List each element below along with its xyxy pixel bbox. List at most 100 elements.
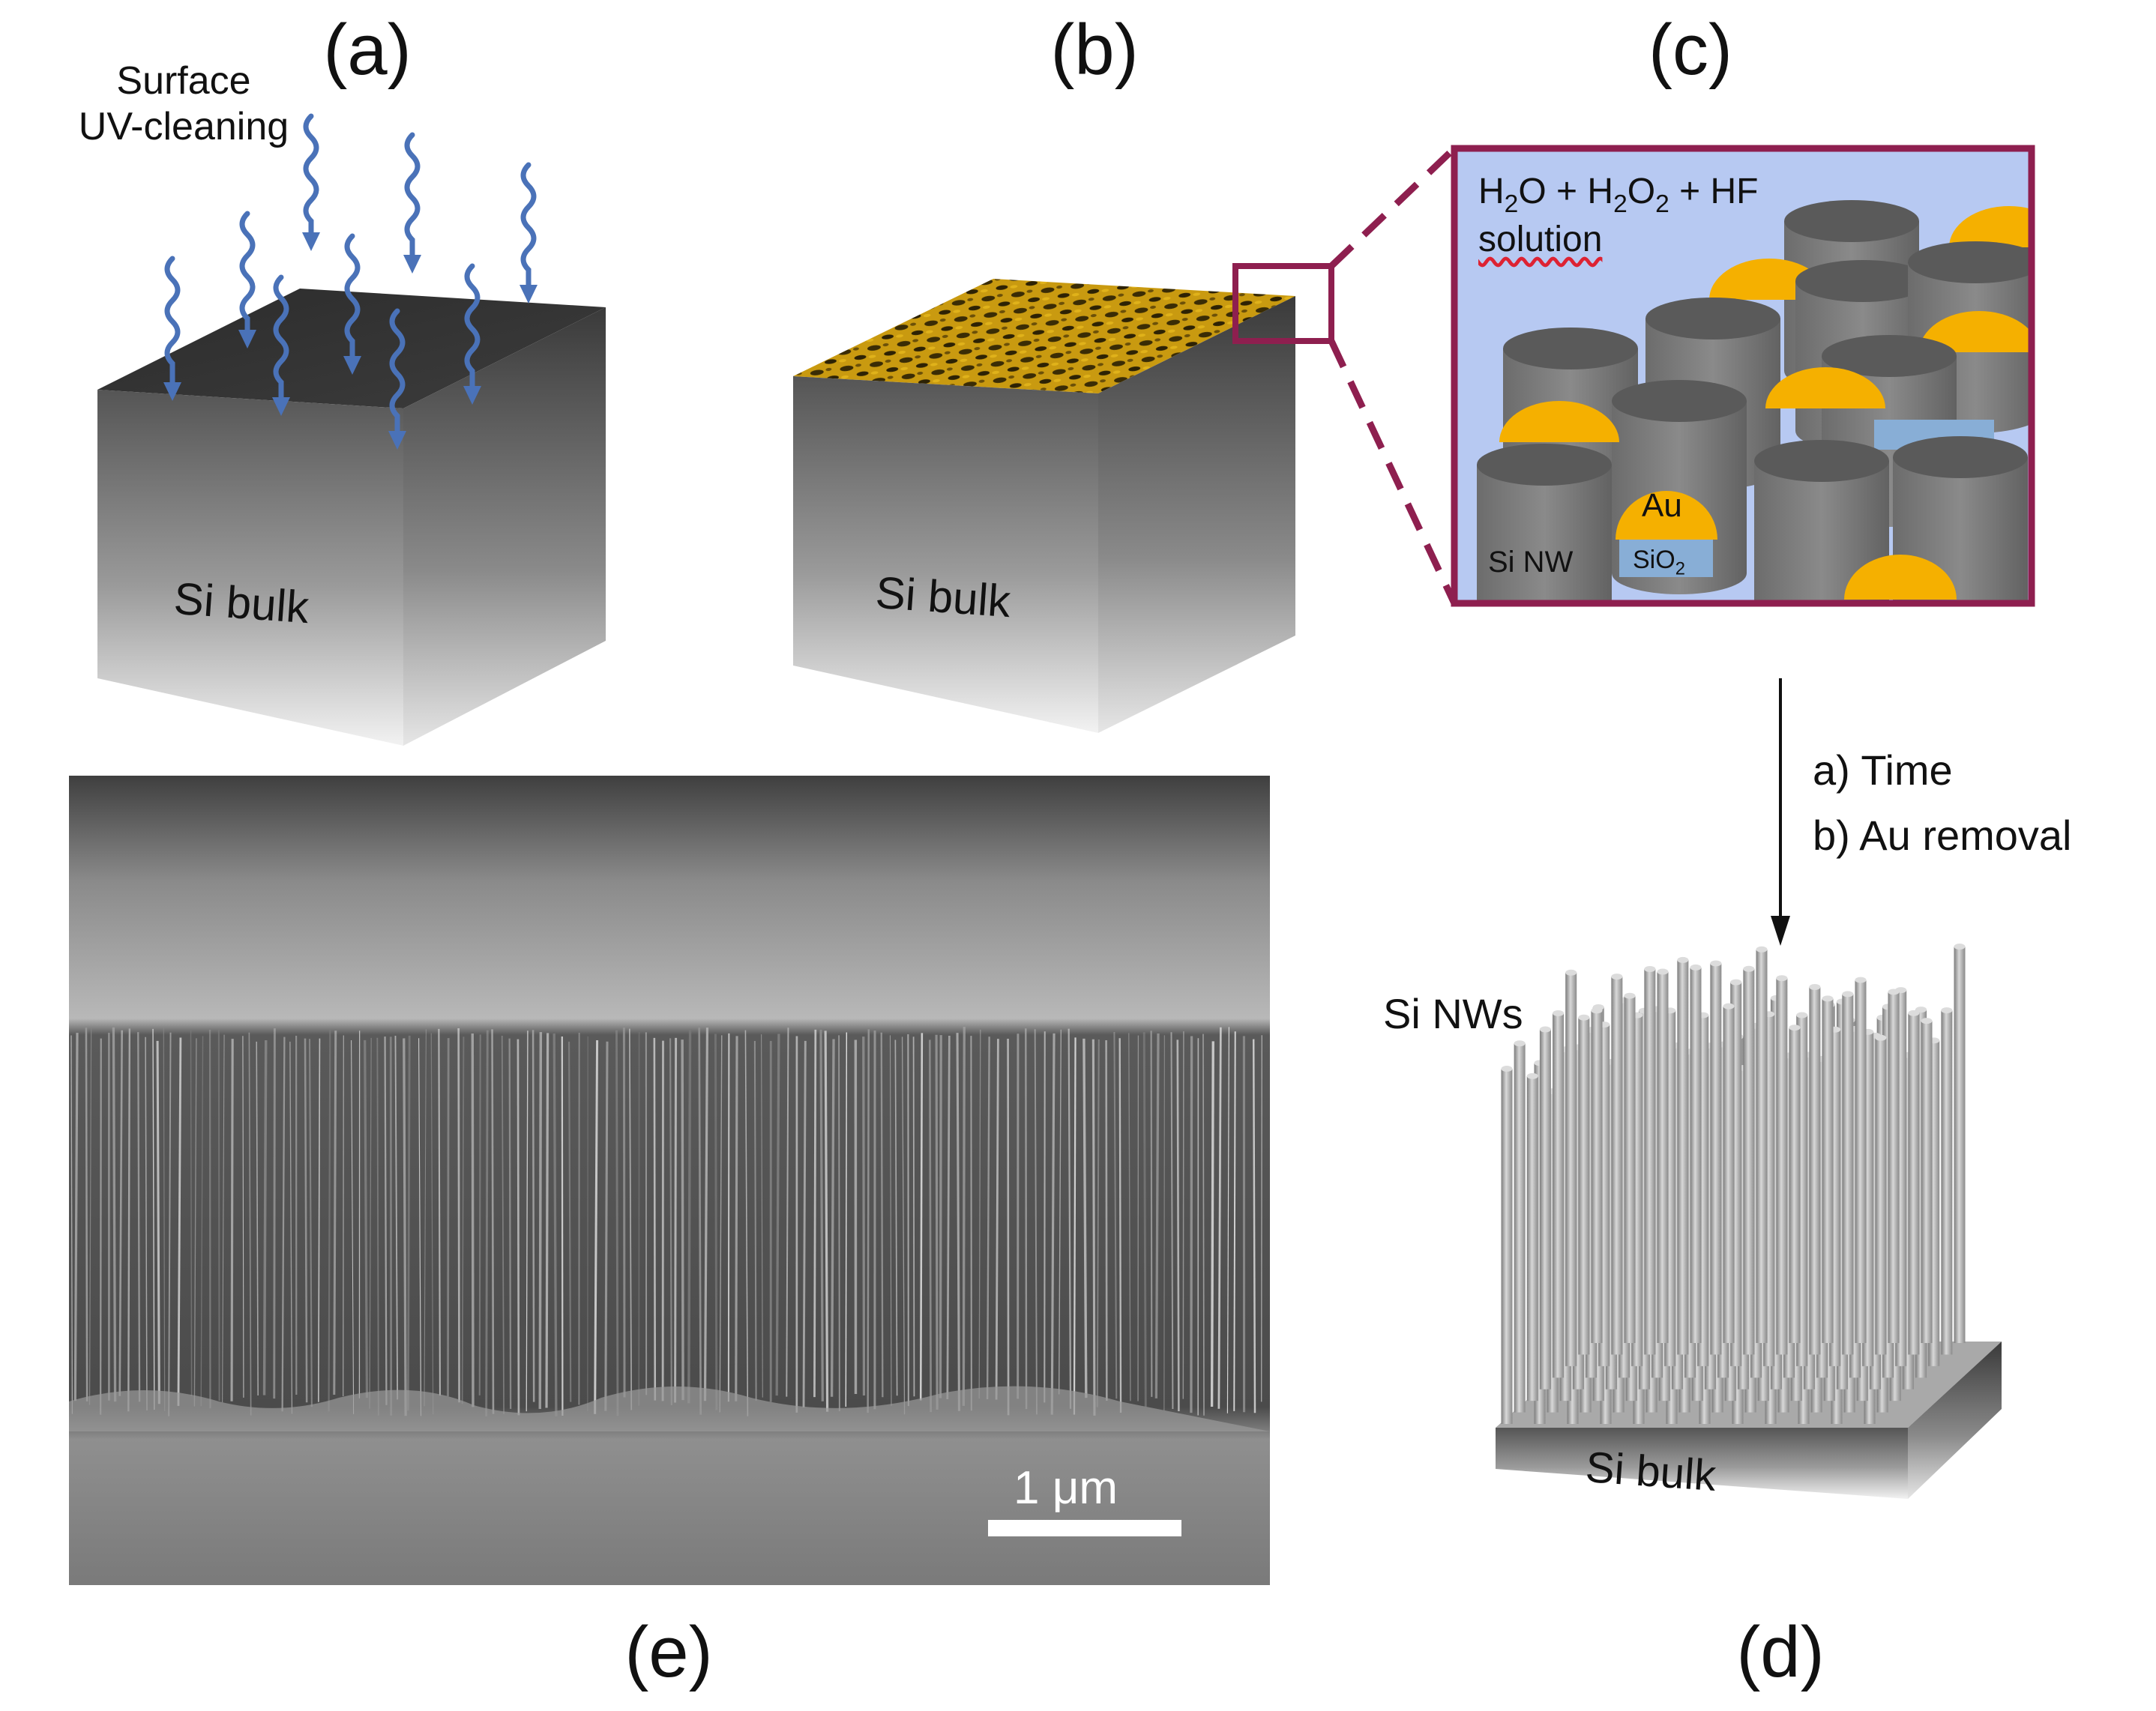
sem-fiber — [962, 1026, 966, 1406]
sem-fiber — [761, 1034, 763, 1398]
nanowire — [1789, 1025, 1801, 1343]
base-side — [1908, 1342, 2002, 1499]
sem-fiber — [112, 1027, 117, 1402]
sem-fiber — [674, 1037, 678, 1403]
sem-fiber — [118, 1030, 123, 1396]
sem-fiber — [1128, 1033, 1131, 1401]
gold-particle — [1765, 367, 1885, 408]
base-label: Si bulk — [1583, 1443, 1718, 1500]
zoom-line-top — [1328, 145, 1457, 269]
sio2-sub: 2 — [1675, 558, 1685, 579]
sem-fiber — [907, 1034, 909, 1407]
formula-part: H — [1478, 172, 1505, 211]
sem-fiber — [1154, 1033, 1160, 1398]
sem-fiber — [735, 1036, 738, 1401]
nanowire — [1888, 989, 1900, 1343]
nanowire — [1710, 960, 1722, 1355]
sem-fiber — [1226, 1027, 1230, 1413]
sem-fiber — [1170, 1032, 1174, 1409]
panel-label-c: (c) — [1648, 10, 1732, 90]
gold-particle — [1499, 401, 1619, 442]
formula-sub: 2 — [1504, 190, 1519, 218]
uv-arrow-icon — [272, 274, 290, 416]
sem-nanowire-texture — [70, 1026, 1262, 1416]
uv-arrow-icon — [388, 308, 406, 450]
sem-fiber — [912, 1036, 915, 1397]
sem-fiber — [222, 1034, 225, 1403]
step-au-removal: b) Au removal — [1813, 811, 2072, 859]
sem-fiber — [1091, 1039, 1096, 1416]
nanowire — [1743, 965, 1755, 1355]
sem-fiber — [561, 1036, 564, 1416]
step-time: a) Time — [1813, 746, 1953, 794]
sem-fiber — [304, 1038, 308, 1403]
sem-fiber — [85, 1027, 88, 1401]
sem-fiber — [369, 1037, 372, 1409]
nanowire — [1514, 1040, 1526, 1413]
zoom-line-bottom — [1328, 340, 1458, 605]
sem-fiber — [99, 1038, 102, 1415]
sem-fiber — [995, 1039, 999, 1400]
sem-fiber — [501, 1035, 505, 1414]
arrow-head-icon — [1771, 916, 1790, 946]
process-arrow — [1771, 678, 1790, 946]
nanowire — [1941, 1007, 1953, 1355]
sem-fiber — [471, 1033, 475, 1407]
base-front — [1496, 1428, 1908, 1499]
sem-fiber — [424, 1029, 427, 1407]
sem-fiber — [615, 1030, 619, 1416]
sem-fiber — [478, 1034, 481, 1395]
sem-fiber — [838, 1035, 840, 1412]
sem-fiber — [594, 1040, 599, 1414]
sem-fiber — [406, 1035, 411, 1411]
sem-fiber — [1073, 1037, 1077, 1415]
cube-b-gold-top — [793, 279, 1295, 393]
sem-fiber — [687, 1029, 692, 1404]
sem-fiber — [1202, 1033, 1205, 1416]
sem-fiber — [1182, 1031, 1184, 1399]
au-label: Au — [1642, 487, 1682, 524]
nanowire — [1553, 1010, 1565, 1378]
nanowire — [1842, 991, 1854, 1355]
uv-cleaning-label: Surface UV-cleaning — [64, 58, 304, 151]
sem-fiber — [1142, 1032, 1147, 1407]
sem-fiber — [1252, 1039, 1256, 1413]
sem-fiber — [328, 1030, 331, 1412]
formula-part: O + H — [1518, 172, 1614, 211]
sem-fiber — [526, 1030, 529, 1412]
sem-fiber — [681, 1039, 684, 1401]
sem-fiber — [273, 1028, 276, 1399]
sem-fiber — [1082, 1038, 1088, 1398]
sem-fiber — [1058, 1029, 1062, 1395]
formula-sub: 2 — [1655, 190, 1669, 218]
gold-particle — [1919, 311, 2029, 352]
sem-fiber — [1210, 1041, 1214, 1407]
process-steps: a) Time b) Au removal — [1813, 738, 2072, 869]
sem-fiber — [1190, 1036, 1193, 1413]
sem-fiber — [364, 1039, 369, 1398]
uv-arrows — [163, 113, 538, 450]
sem-fiber — [256, 1041, 259, 1396]
sem-fiber — [978, 1029, 981, 1398]
si-nws-label: Si NWs — [1383, 990, 1523, 1037]
sem-fiber — [289, 1041, 293, 1414]
solution-word: solution — [1478, 220, 1603, 259]
uv-arrow-icon — [403, 132, 421, 274]
uv-label-line1: Surface — [116, 59, 251, 103]
sio2-layer — [1619, 536, 1713, 577]
sem-fiber — [946, 1036, 951, 1399]
sem-fiber — [1105, 1039, 1108, 1401]
sem-fiber — [1113, 1032, 1118, 1399]
nanowire — [1501, 1066, 1513, 1424]
sem-fiber — [956, 1033, 960, 1411]
panel-label-a: (a) — [323, 10, 412, 90]
sem-fiber — [1096, 1039, 1100, 1407]
nanowire — [1611, 974, 1623, 1355]
nanowire — [1526, 1072, 1538, 1401]
sem-fiber — [669, 1038, 672, 1405]
inset-frame — [1451, 145, 2035, 607]
sem-fiber — [744, 1030, 749, 1416]
uv-arrow-icon — [238, 211, 256, 348]
uv-arrow-icon — [343, 233, 361, 375]
sem-fiber — [1050, 1033, 1056, 1415]
